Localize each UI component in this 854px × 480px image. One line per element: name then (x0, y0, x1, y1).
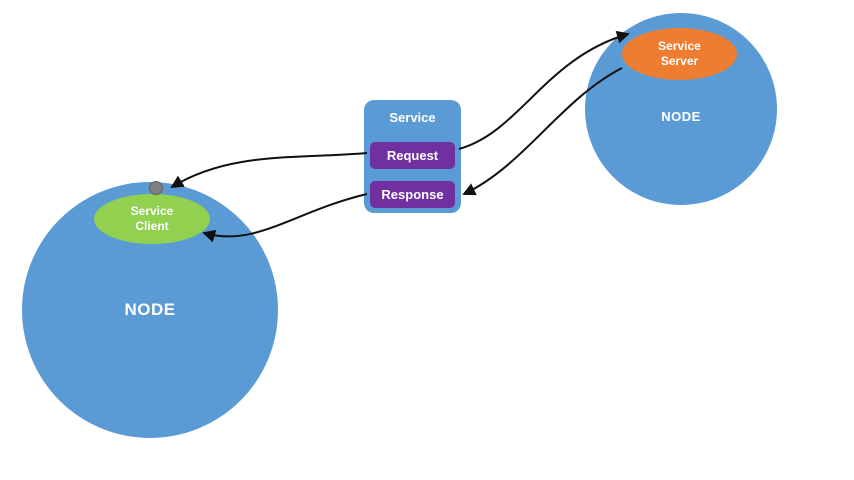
connection-dot (149, 181, 163, 195)
right-node-label: NODE (661, 108, 701, 124)
request-arrow-client-side (170, 152, 368, 189)
service-server-label-line2: Server (660, 54, 699, 68)
service-panel-title: Service (389, 110, 436, 125)
response-box: Response (370, 181, 455, 208)
left-node-label: NODE (124, 300, 176, 319)
service-server-ellipse: Service Server (622, 28, 737, 80)
service-panel: Service Request Response (364, 100, 461, 213)
service-client-label-line1: Service (130, 204, 174, 218)
service-client-ellipse: Service Client (94, 194, 210, 244)
service-client-label-line2: Client (135, 219, 169, 233)
request-box: Request (370, 142, 455, 169)
service-server-label-line1: Service (658, 39, 701, 53)
